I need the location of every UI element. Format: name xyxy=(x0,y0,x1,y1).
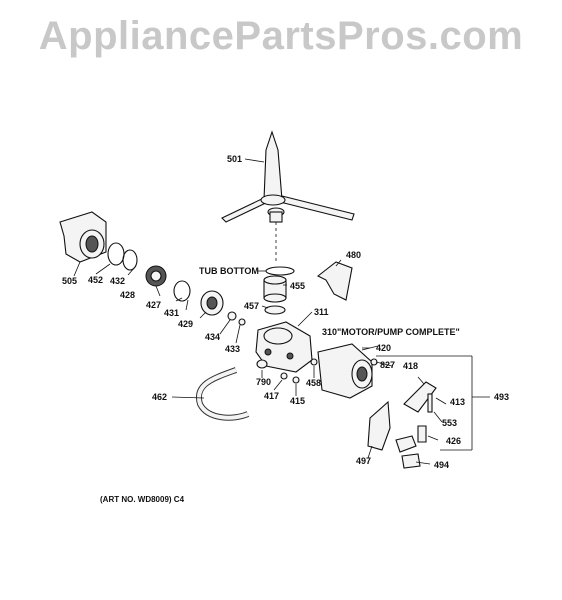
label-452: 452 xyxy=(88,275,103,285)
label-480: 480 xyxy=(346,250,361,260)
label-431: 431 xyxy=(164,308,179,318)
label-417: 417 xyxy=(264,391,279,401)
label-429: 429 xyxy=(178,319,193,329)
part-415[interactable] xyxy=(292,376,300,384)
label-505: 505 xyxy=(62,276,77,286)
label-311: 311 xyxy=(314,307,329,317)
part-428[interactable] xyxy=(145,265,167,287)
label-432: 432 xyxy=(110,276,125,286)
part-790[interactable] xyxy=(256,359,268,369)
part-480[interactable] xyxy=(316,261,353,301)
label-457: 457 xyxy=(244,301,259,311)
art-number-caption: (ART NO. WD8009) C4 xyxy=(100,495,185,504)
label-553: 553 xyxy=(442,418,457,428)
part-434[interactable] xyxy=(227,311,237,321)
label-motor-pump-complete: 310"MOTOR/PUMP COMPLETE" xyxy=(322,327,460,337)
label-420: 420 xyxy=(376,343,391,353)
label-433: 433 xyxy=(225,344,240,354)
pump-housing[interactable] xyxy=(255,321,313,373)
label-426: 426 xyxy=(446,436,461,446)
label-493: 493 xyxy=(494,392,509,402)
part-505[interactable] xyxy=(59,211,107,263)
label-428: 428 xyxy=(120,290,135,300)
part-494[interactable] xyxy=(395,435,421,469)
label-458: 458 xyxy=(306,378,321,388)
label-418: 418 xyxy=(403,361,418,371)
label-413: 413 xyxy=(450,397,465,407)
label-494: 494 xyxy=(434,460,449,470)
label-434: 434 xyxy=(205,332,220,342)
label-497: 497 xyxy=(356,456,371,466)
label-tub-bottom: TUB BOTTOM xyxy=(199,266,259,276)
part-457[interactable] xyxy=(264,305,286,315)
part-431[interactable] xyxy=(173,280,191,302)
part-458[interactable] xyxy=(310,358,318,366)
motor[interactable] xyxy=(317,343,373,399)
part-452[interactable] xyxy=(107,242,125,266)
label-462: 462 xyxy=(152,392,167,402)
part-432[interactable] xyxy=(122,249,138,271)
label-827: 827 xyxy=(380,360,395,370)
watermark: AppliancePartsPros.com xyxy=(38,14,524,58)
part-426[interactable] xyxy=(417,425,427,443)
spray-arm[interactable] xyxy=(221,130,355,223)
label-790: 790 xyxy=(256,377,271,387)
label-415: 415 xyxy=(290,396,305,406)
part-497[interactable] xyxy=(367,400,391,451)
part-553[interactable] xyxy=(427,393,433,413)
tub-bottom-ring[interactable] xyxy=(265,266,295,276)
part-417[interactable] xyxy=(280,372,288,380)
label-501: 501 xyxy=(227,154,242,164)
part-429[interactable] xyxy=(200,290,224,316)
label-455: 455 xyxy=(290,281,305,291)
part-455[interactable] xyxy=(263,275,287,303)
label-427: 427 xyxy=(146,300,161,310)
part-413[interactable] xyxy=(403,381,437,413)
part-433[interactable] xyxy=(238,318,246,326)
